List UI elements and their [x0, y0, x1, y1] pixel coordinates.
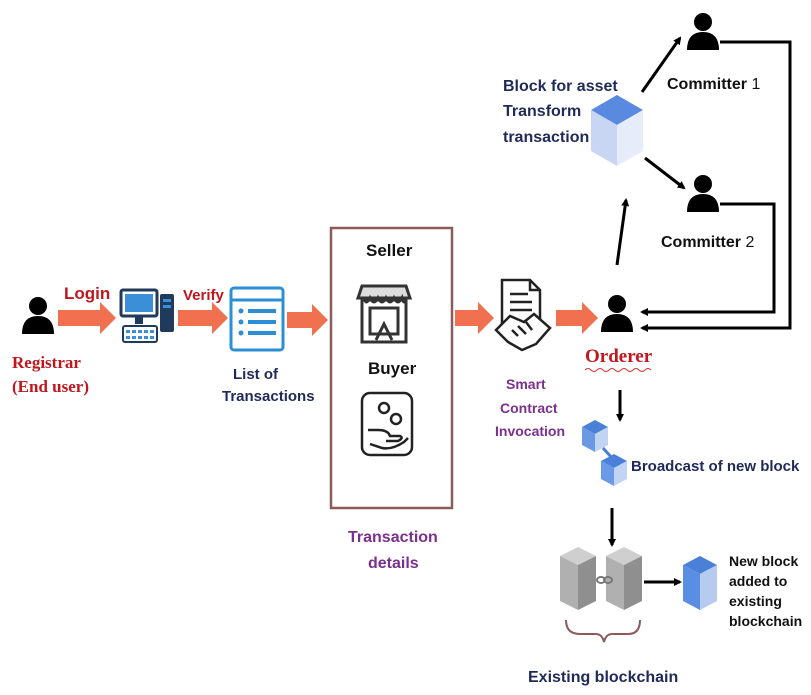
new-block-label-2: added to: [729, 573, 788, 589]
committer2-label: Committer 2: [661, 233, 754, 252]
committer2-person-icon: [687, 175, 719, 212]
committer1-number: 1: [751, 76, 761, 93]
arrow-committer1-back: [640, 40, 792, 332]
smart-contract-label-1: Smart: [506, 376, 546, 392]
chain-icon: [596, 576, 613, 584]
registrar-person-icon: [22, 297, 54, 334]
committer1-text: Committer: [667, 76, 748, 93]
arrow-to-orderer: [556, 302, 598, 334]
payment-icon: [360, 391, 414, 457]
login-label: Login: [64, 284, 111, 303]
block-asset-label-2: Transform: [503, 103, 582, 120]
orderer-underline: [584, 368, 652, 372]
seller-label: Seller: [366, 241, 413, 260]
block-asset-label-3: transaction: [503, 129, 590, 146]
smart-contract-label-3: Invocation: [495, 423, 566, 439]
list-icon: [229, 286, 285, 352]
block-asset-label-1: Block for asset: [503, 78, 618, 95]
asset-block-cube-icon: [591, 95, 643, 166]
existing-blockchain-cubes-icon: [560, 547, 642, 610]
transaction-details-box: [329, 226, 454, 510]
computer-icon: [119, 288, 174, 343]
new-block-cube-icon: [683, 556, 717, 610]
arrow-block-to-committer1: [640, 36, 682, 93]
transaction-details-label-1: Transaction: [348, 529, 438, 546]
new-block-label-3: existing: [729, 593, 782, 609]
contract-handshake-icon: [494, 278, 552, 352]
committer1-label: Committer 1: [667, 75, 760, 94]
buyer-label: Buyer: [368, 359, 417, 378]
broadcast-cubes-icon: [582, 420, 627, 486]
arrow-committer2-back: [640, 202, 776, 316]
broadcast-label: Broadcast of new block: [631, 458, 800, 475]
verify-label: Verify: [183, 287, 224, 304]
orange-arrows: [58, 302, 598, 336]
committer1-person-icon: [687, 13, 719, 50]
black-arrows: [608, 36, 792, 586]
arrow-from-box: [455, 302, 494, 334]
smart-contract-label-2: Contract: [500, 400, 558, 416]
arrow-to-box: [287, 304, 328, 336]
new-block-label-1: New block: [729, 553, 799, 569]
arrow-block-to-committer2: [644, 156, 686, 190]
orderer-person-icon: [601, 295, 633, 332]
orderer-label: Orderer: [585, 346, 653, 367]
existing-blockchain-brace: [565, 619, 641, 643]
arrow-verify: [178, 302, 228, 334]
shop-icon: [355, 284, 413, 344]
registrar-label: Registrar: [12, 353, 81, 372]
transactions-label: Transactions: [222, 388, 315, 405]
committer2-number: 2: [745, 234, 755, 251]
list-of-label: List of: [233, 366, 278, 383]
registrar-sub-label: (End user): [12, 377, 89, 396]
arrow-login: [58, 302, 116, 334]
existing-blockchain-label: Existing blockchain: [528, 669, 679, 686]
new-block-label-4: blockchain: [729, 613, 803, 629]
arrow-orderer-to-block: [615, 198, 630, 266]
committer2-text: Committer: [661, 234, 742, 251]
transaction-details-label-2: details: [368, 555, 419, 572]
